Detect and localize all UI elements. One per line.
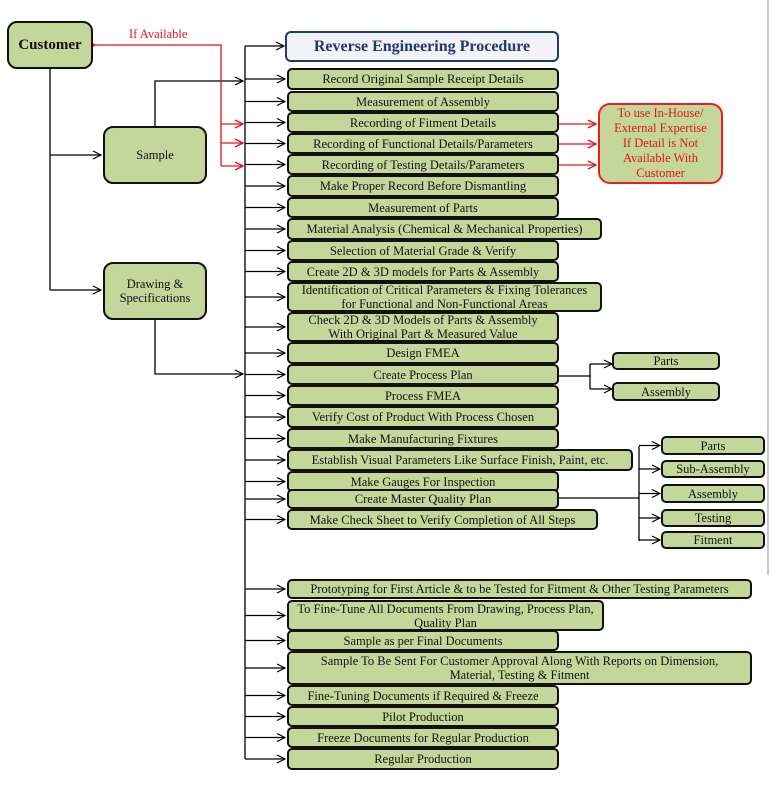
page-title: Reverse Engineering Procedure (285, 31, 559, 62)
procedure-step: Selection of Material Grade & Verify (287, 240, 559, 261)
procedure-step: Measurement of Parts (287, 197, 559, 218)
drawing-to-trunk-arrow (154, 320, 243, 374)
procedure-step: Record Original Sample Receipt Details (287, 68, 559, 90)
procedure-step: Establish Visual Parameters Like Surface… (287, 449, 633, 471)
process-plan-branch-box: Parts (612, 352, 720, 370)
quality-plan-branch-box: Parts (661, 436, 765, 455)
quality-plan-branch-box: Sub-Assembly (661, 460, 765, 478)
sample-to-trunk-arrow (154, 81, 243, 126)
expertise-note-box: To use In-House/ External Expertise If D… (598, 103, 723, 184)
procedure-step: Identification of Critical Parameters & … (287, 282, 602, 312)
quality-plan-branch-box: Fitment (661, 531, 765, 549)
procedure-step: Measurement of Assembly (287, 91, 559, 112)
customer-box: Customer (7, 21, 93, 69)
if-available-label: If Available (129, 27, 188, 41)
procedure-step: Recording of Fitment Details (287, 112, 559, 133)
final-step: Freeze Documents for Regular Production (287, 727, 559, 748)
if-available-arrow (95, 45, 222, 166)
sample-box: Sample (103, 126, 207, 184)
procedure-step: Verify Cost of Product With Process Chos… (287, 406, 559, 428)
process-plan-branch-box: Assembly (612, 382, 720, 401)
procedure-step: Make Proper Record Before Dismantling (287, 175, 559, 197)
procedure-step: Create 2D & 3D models for Parts & Assemb… (287, 261, 559, 282)
procedure-step: Make Manufacturing Fixtures (287, 428, 559, 449)
procedure-step: Make Check Sheet to Verify Completion of… (287, 509, 598, 530)
procedure-step: Material Analysis (Chemical & Mechanical… (287, 218, 602, 240)
procedure-step: Recording of Testing Details/Parameters (287, 154, 559, 175)
procedure-step: Create Master Quality Plan (287, 489, 559, 509)
drawing-specifications-box: Drawing & Specifications (103, 262, 207, 320)
procedure-step: Process FMEA (287, 385, 559, 406)
quality-plan-branch-box: Testing (661, 509, 765, 527)
final-step: Fine-Tuning Documents if Required & Free… (287, 685, 559, 706)
quality-plan-branch-box: Assembly (661, 484, 765, 503)
procedure-step: Design FMEA (287, 342, 559, 364)
procedure-step: Check 2D & 3D Models of Parts & Assembly… (287, 312, 559, 342)
procedure-step: Recording of Functional Details/Paramete… (287, 133, 559, 154)
page-edge-rule (767, 0, 769, 575)
final-step: Pilot Production (287, 706, 559, 727)
final-step: Sample as per Final Documents (287, 630, 559, 651)
final-step: Prototyping for First Article & to be Te… (287, 579, 752, 599)
procedure-step: Create Process Plan (287, 364, 559, 385)
final-step: Regular Production (287, 748, 559, 770)
final-step: Sample To Be Sent For Customer Approval … (287, 651, 752, 685)
final-step: To Fine-Tune All Documents From Drawing,… (287, 600, 604, 631)
